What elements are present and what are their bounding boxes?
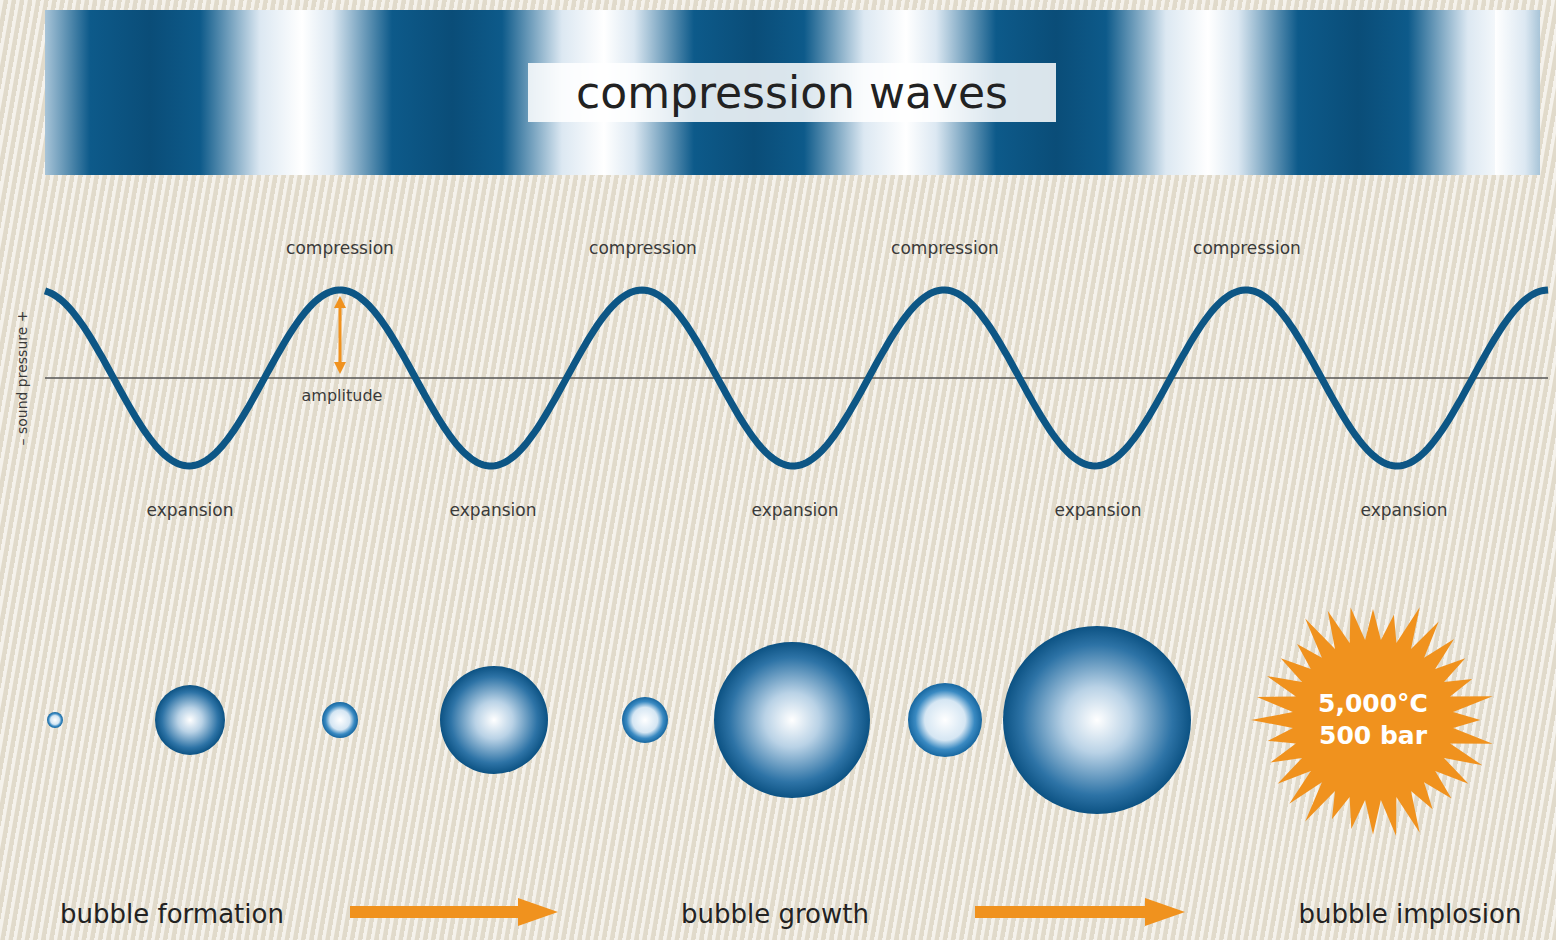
process-arrow	[975, 906, 1147, 918]
stage-label: bubble formation	[60, 899, 284, 929]
amplitude-arrow	[339, 300, 342, 370]
phase-label: compression	[1193, 238, 1301, 258]
wave-band: compression waves	[45, 10, 1540, 175]
burst-text: 500 bar	[1319, 720, 1427, 753]
process-arrow	[518, 898, 558, 926]
phase-label: expansion	[450, 500, 537, 520]
axis-label: – sound pressure +	[14, 310, 30, 445]
implosion-burst: 5,000°C500 bar	[1251, 598, 1495, 842]
stage-label: bubble implosion	[1299, 899, 1522, 929]
phase-label: compression	[891, 238, 999, 258]
phase-label: expansion	[752, 500, 839, 520]
phase-label: expansion	[1055, 500, 1142, 520]
arrow-head	[334, 362, 346, 374]
burst-shape	[1251, 598, 1495, 842]
process-arrow	[350, 906, 520, 918]
phase-label: compression	[589, 238, 697, 258]
phase-label: compression	[286, 238, 394, 258]
process-arrow	[1145, 898, 1185, 926]
sine-wave	[45, 290, 1548, 466]
phase-label: expansion	[1361, 500, 1448, 520]
arrow-head	[334, 296, 346, 308]
amplitude-label: amplitude	[302, 386, 383, 405]
burst-text: 5,000°C	[1318, 688, 1428, 721]
band-title: compression waves	[528, 63, 1056, 122]
bubbles	[47, 626, 1191, 814]
phase-label: expansion	[147, 500, 234, 520]
stage-label: bubble growth	[681, 899, 869, 929]
